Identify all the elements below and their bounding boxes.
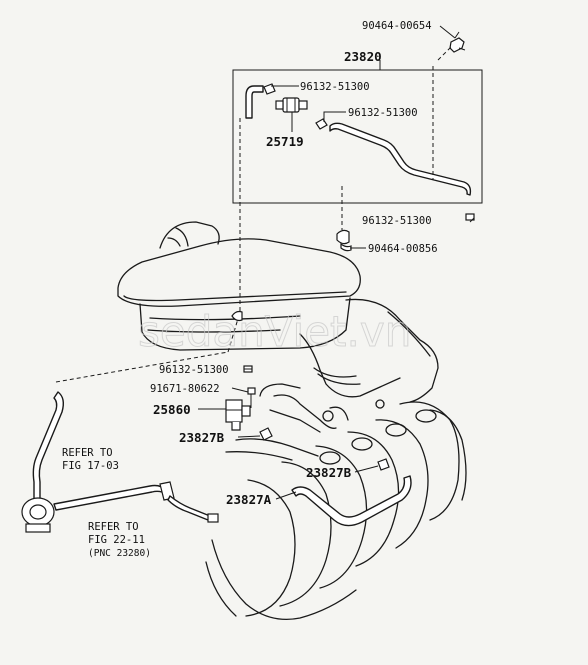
egr-part: [21, 481, 219, 533]
engine-outline: [117, 221, 467, 621]
leader-23827b-left: [237, 435, 261, 438]
left-hose: [32, 391, 65, 501]
label-clamp-top: 90464-00654: [362, 20, 432, 32]
vsv-25860: [225, 399, 251, 431]
leader-23827a: [275, 491, 297, 500]
leader-bolt: [231, 387, 249, 393]
ref2-line3: (PNC 23280): [88, 548, 151, 559]
watermark: sedanViet.vn: [138, 307, 411, 356]
small-hose: [245, 85, 264, 119]
label-bolt: 91671-80622: [150, 383, 220, 395]
vacuum-hose: [329, 122, 472, 196]
bolt-91671: [247, 387, 256, 408]
ref2-line1: REFER TO: [88, 521, 139, 533]
cleaner-clip: [231, 310, 243, 322]
leader-clamp-top: [439, 25, 456, 39]
label-clip-d: 96132-51300: [159, 364, 229, 376]
label-clip-b: 96132-51300: [348, 107, 418, 119]
clip-23827b-right: [377, 458, 390, 471]
check-valve: [275, 97, 308, 113]
assembly-box: [232, 69, 483, 204]
leader-clip-c: [469, 217, 475, 223]
ref2-line2: FIG 22-11: [88, 534, 145, 546]
hose-clip: [465, 213, 475, 221]
leader-23827b-right: [354, 465, 379, 473]
label-assembly: 23820: [344, 49, 382, 64]
label-clip-a: 96132-51300: [300, 81, 370, 93]
dash-route: [55, 351, 229, 383]
ref1-line2: FIG 17-03: [62, 460, 119, 472]
dash-route: [437, 45, 453, 61]
leader-clip-b: [323, 111, 346, 122]
label-clamp-mid: 90464-00856: [368, 243, 438, 255]
clamp-top: [449, 31, 466, 53]
label-hose-b-right: 23827B: [306, 465, 352, 480]
label-valve: 25719: [266, 134, 304, 149]
clamp-mid: [336, 229, 352, 252]
hose-23827a: [291, 475, 412, 527]
ref1-line1: REFER TO: [62, 447, 113, 459]
label-vsv: 25860: [153, 402, 191, 417]
label-hose-a: 23827A: [226, 492, 272, 507]
label-clip-c: 96132-51300: [362, 215, 432, 227]
clip-23827b-left: [259, 427, 273, 441]
label-hose-b-left: 23827B: [179, 430, 225, 445]
hose-clip: [315, 118, 328, 130]
